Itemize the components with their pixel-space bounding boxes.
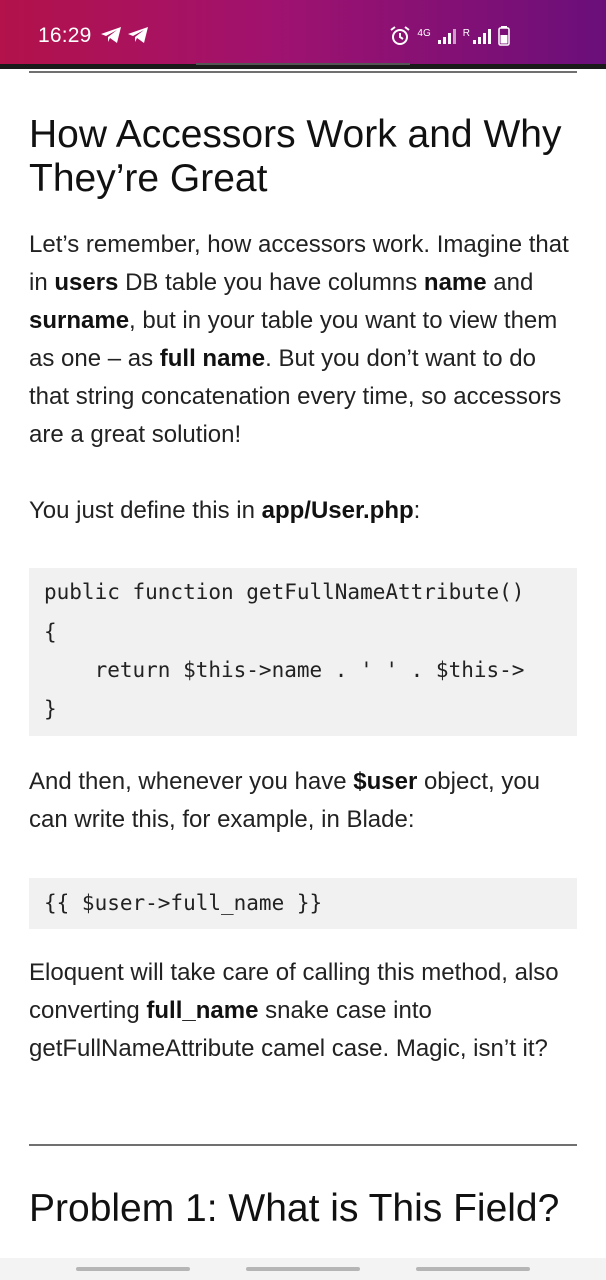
recents-button[interactable] <box>76 1267 190 1271</box>
code-line: {{ $user->full_name }} <box>44 891 323 915</box>
status-time: 16:29 <box>38 24 92 47</box>
page-progress-track <box>0 63 606 69</box>
roaming-mark: R <box>462 28 470 39</box>
divider <box>29 71 577 73</box>
signal-icon <box>437 27 457 50</box>
telegram-icon <box>100 26 122 49</box>
section-heading: How Accessors Work and Why They’re Great <box>29 113 562 200</box>
code-line: public function getFullNameAttribute() <box>44 580 525 604</box>
back-button[interactable] <box>416 1267 530 1271</box>
navigation-bar <box>0 1258 606 1280</box>
paragraph-blade: And then, whenever you have $user object… <box>29 768 541 833</box>
paragraph-eloquent: Eloquent will take care of calling this … <box>29 959 559 1062</box>
status-icons: 4G R <box>389 24 510 52</box>
code-block-blade[interactable]: {{ $user->full_name }} <box>29 878 577 929</box>
network-type: 4G <box>417 28 431 39</box>
telegram-icon <box>127 26 149 49</box>
home-button[interactable] <box>246 1267 360 1271</box>
page-progress-thumb <box>196 63 410 65</box>
signal-icon <box>472 27 492 50</box>
divider <box>29 1144 577 1146</box>
status-bar: 16:29 4G R <box>0 0 606 64</box>
code-line: { <box>44 620 57 644</box>
code-line: return $this->name . ' ' . $this-> <box>44 658 525 682</box>
section-heading: Problem 1: What is This Field? <box>29 1187 560 1230</box>
code-block-accessor[interactable]: public function getFullNameAttribute() {… <box>29 568 577 736</box>
battery-icon <box>498 25 510 51</box>
alarm-icon <box>389 25 411 52</box>
code-line: } <box>44 697 57 721</box>
paragraph-define: You just define this in app/User.php: <box>29 497 421 524</box>
paragraph-accessors-intro: Let’s remember, how accessors work. Imag… <box>29 231 569 448</box>
